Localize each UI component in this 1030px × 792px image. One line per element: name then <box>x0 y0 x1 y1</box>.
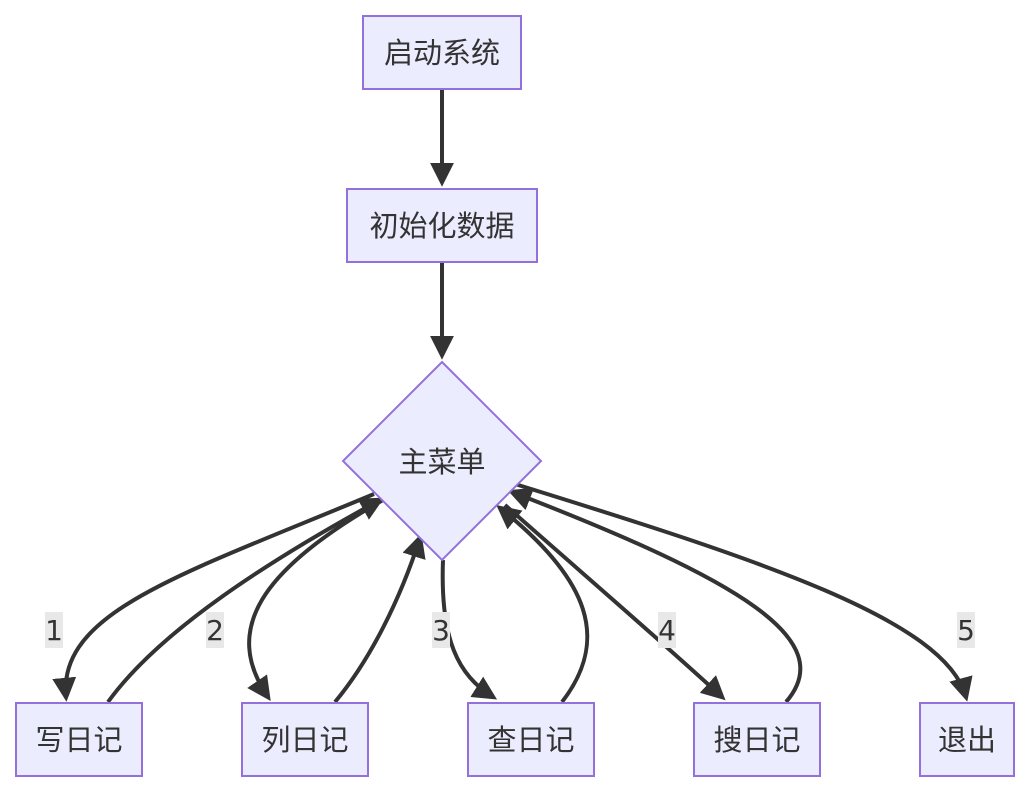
edge-label-1: 1 <box>45 612 63 648</box>
edge-menu-query <box>440 559 498 700</box>
edge-label-2-text: 2 <box>206 614 224 647</box>
edge-label-3: 3 <box>432 612 450 648</box>
node-init-label: 初始化数据 <box>369 209 514 243</box>
edge-menu-list <box>247 498 384 701</box>
edge-search-menu <box>507 487 803 704</box>
node-query: 查日记 <box>467 702 595 777</box>
node-start-label: 启动系统 <box>384 36 500 70</box>
edge-menu-write <box>52 492 375 702</box>
edge-menu-search <box>503 503 726 701</box>
edge-label-5-text: 5 <box>957 614 975 647</box>
node-exit: 退出 <box>919 702 1015 777</box>
edge-list-menu <box>333 533 426 704</box>
node-exit-label: 退出 <box>938 723 996 757</box>
node-write: 写日记 <box>15 702 143 777</box>
edge-menu-exit <box>514 482 973 702</box>
edge-label-3-text: 3 <box>432 614 450 647</box>
node-menu: 主菜单 <box>341 360 543 562</box>
node-init: 初始化数据 <box>346 188 538 263</box>
node-search-label: 搜日记 <box>713 723 800 757</box>
edge-label-4-text: 4 <box>658 614 676 647</box>
edge-query-menu <box>496 505 590 704</box>
node-list: 列日记 <box>241 702 369 777</box>
node-start: 启动系统 <box>362 15 522 90</box>
edge-write-menu <box>106 497 385 704</box>
edge-label-5: 5 <box>957 612 975 648</box>
node-search: 搜日记 <box>693 702 821 777</box>
node-menu-label: 主菜单 <box>398 445 485 479</box>
edge-label-2: 2 <box>206 612 224 648</box>
edge-label-4: 4 <box>658 612 676 648</box>
node-write-label: 写日记 <box>35 723 122 757</box>
edges <box>52 89 973 704</box>
node-query-label: 查日记 <box>487 723 574 757</box>
edge-label-1-text: 1 <box>45 614 63 647</box>
node-list-label: 列日记 <box>261 723 348 757</box>
